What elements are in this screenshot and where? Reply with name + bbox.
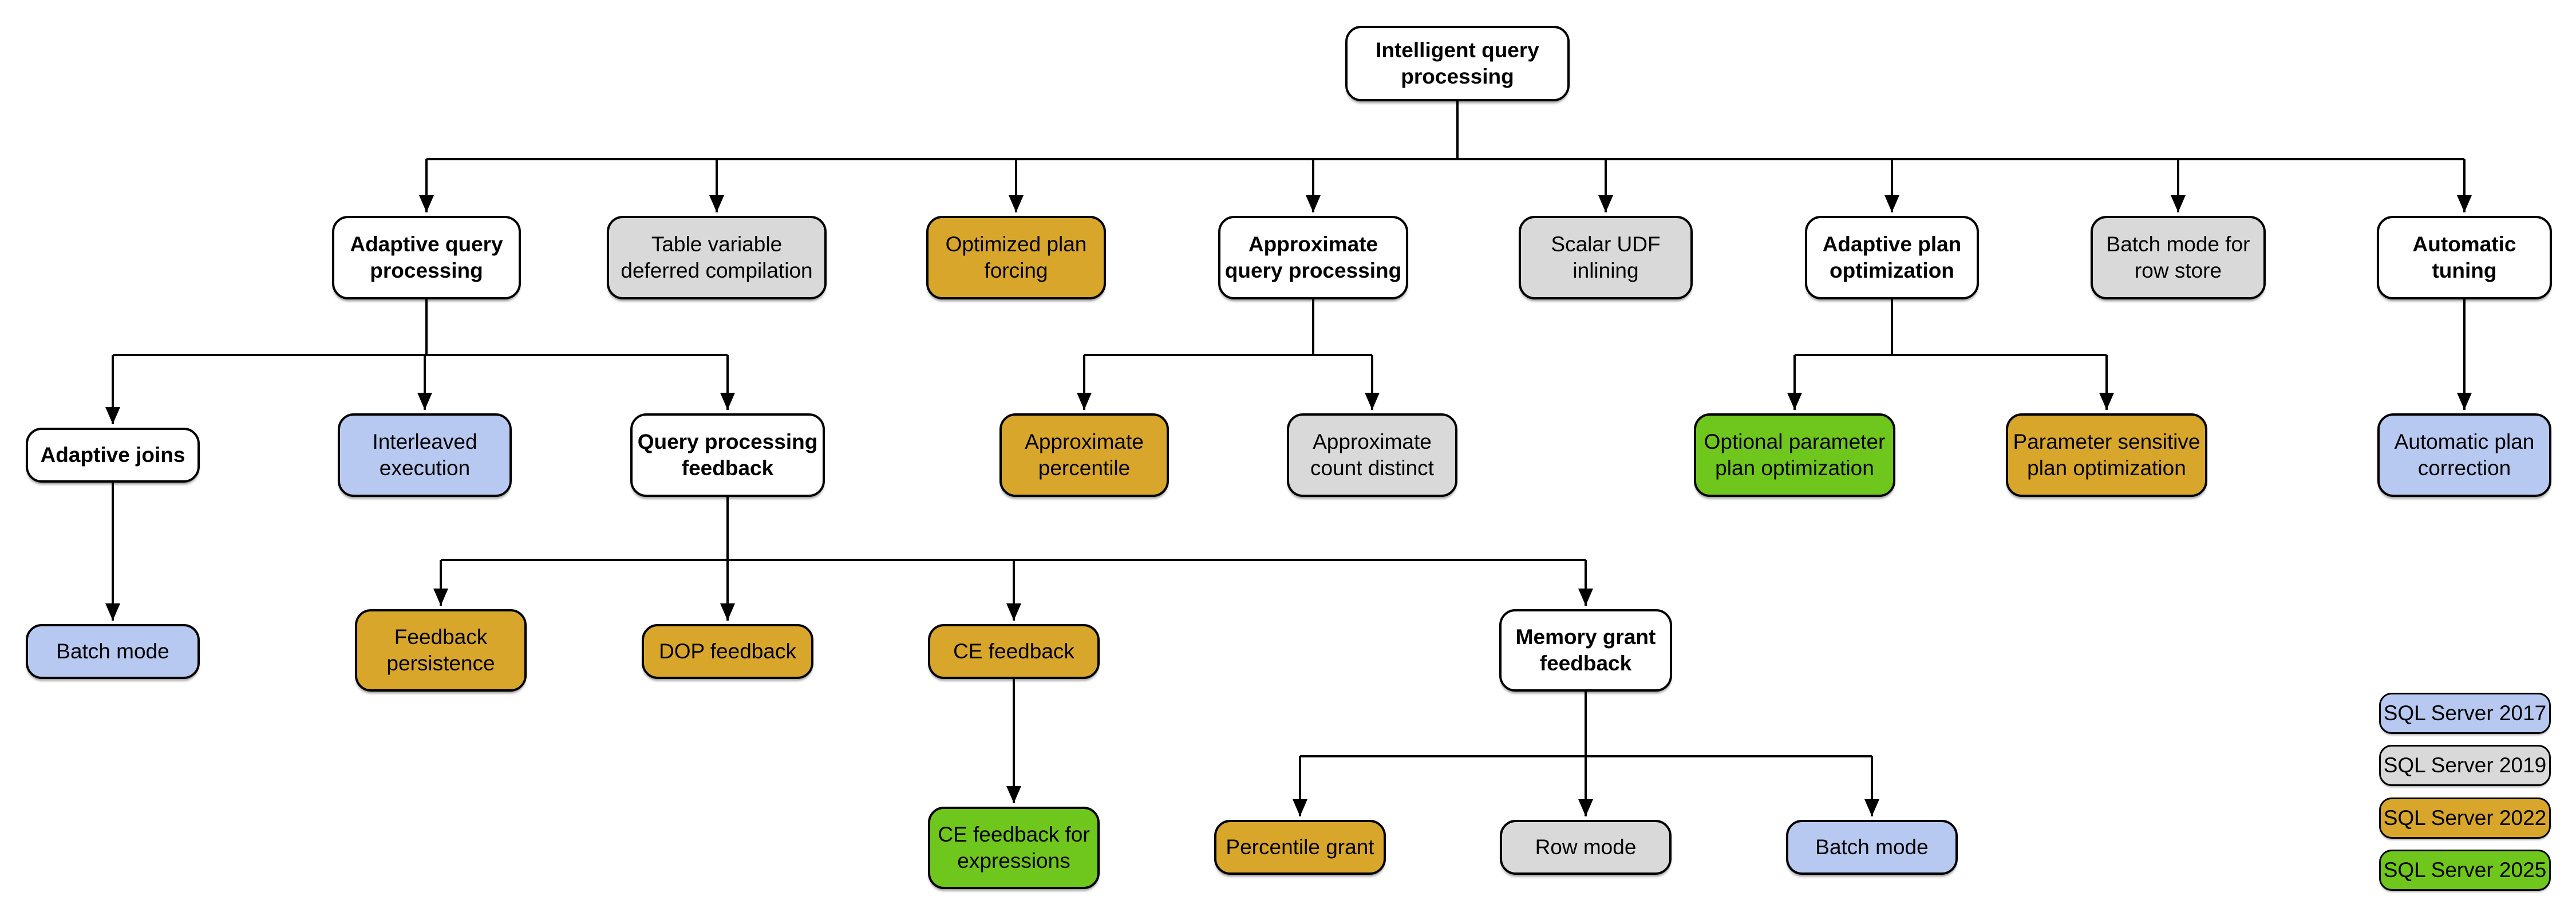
node-scalar-udf-inlining: Scalar UDF inlining [1519, 216, 1693, 299]
node-automatic-plan-correction: Automatic plan correction [2377, 413, 2551, 497]
node-optimized-plan-forcing: Optimized plan forcing [926, 216, 1106, 299]
legend-item-sql-server-2017: SQL Server 2017 [2379, 693, 2551, 734]
node-interleaved-execution: Interleaved execution [338, 413, 512, 497]
node-approximate-percentile: Approximate percentile [999, 413, 1169, 497]
node-row-mode: Row mode [1500, 820, 1672, 875]
node-adaptive-query-processing: Adaptive query processing [332, 216, 521, 299]
legend-item-sql-server-2019: SQL Server 2019 [2379, 745, 2551, 786]
node-batch-mode-memory-grant: Batch mode [1786, 820, 1958, 875]
node-percentile-grant: Percentile grant [1214, 820, 1386, 875]
node-adaptive-plan-optimization: Adaptive plan optimization [1805, 216, 1979, 299]
node-ce-feedback-for-expressions: CE feedback for expressions [928, 807, 1100, 889]
node-ce-feedback: CE feedback [928, 624, 1100, 679]
node-automatic-tuning: Automatic tuning [2377, 216, 2552, 299]
node-adaptive-joins: Adaptive joins [26, 428, 200, 483]
node-query-processing-feedback: Query processing feedback [630, 413, 825, 497]
node-intelligent-query-processing: Intelligent query processing [1345, 26, 1570, 101]
node-dop-feedback: DOP feedback [642, 624, 813, 679]
node-batch-mode-for-row-store: Batch mode for row store [2091, 216, 2266, 299]
node-approximate-query-processing: Approximate query processing [1218, 216, 1408, 299]
legend-item-sql-server-2022: SQL Server 2022 [2379, 797, 2551, 839]
node-approximate-count-distinct: Approximate count distinct [1287, 413, 1457, 497]
node-parameter-sensitive-plan-optimization: Parameter sensitive plan optimization [2006, 413, 2207, 497]
node-table-variable-deferred-compilation: Table variable deferred compilation [607, 216, 827, 299]
node-memory-grant-feedback: Memory grant feedback [1499, 609, 1672, 692]
legend-item-sql-server-2025: SQL Server 2025 [2379, 850, 2551, 891]
node-optional-parameter-plan-optimization: Optional parameter plan optimization [1694, 413, 1895, 497]
node-batch-mode-adaptive-joins: Batch mode [26, 624, 200, 679]
node-feedback-persistence: Feedback persistence [355, 609, 527, 692]
